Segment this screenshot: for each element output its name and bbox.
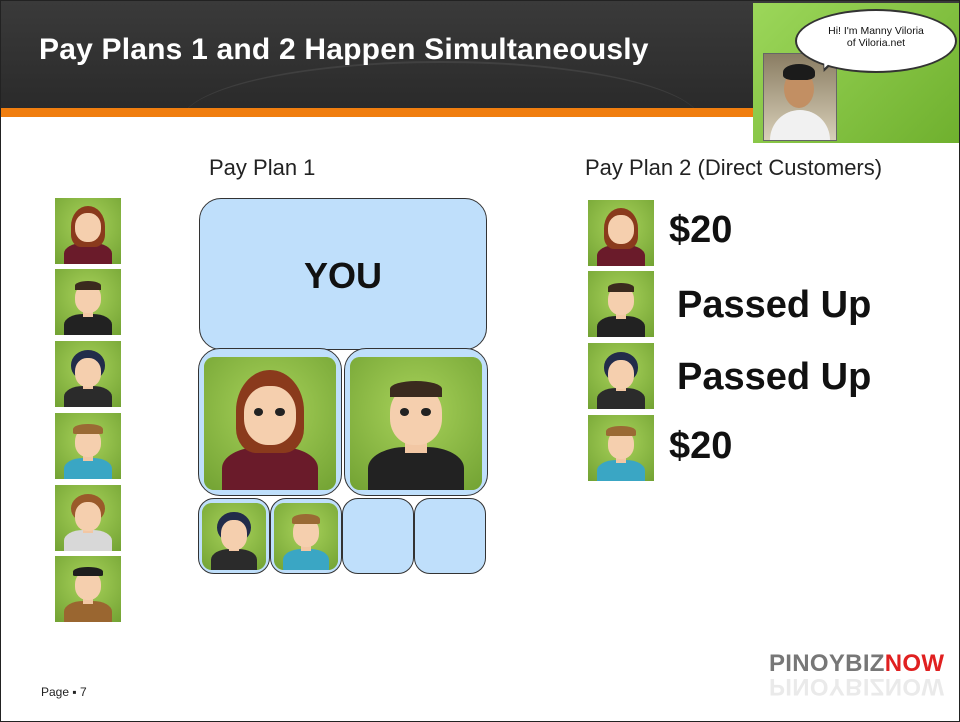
slide-title: Pay Plans 1 and 2 Happen Simultaneously bbox=[39, 33, 649, 66]
avatar-young-man-blue-shirt bbox=[55, 413, 121, 479]
level2-box-1 bbox=[198, 498, 270, 574]
avatar-woman-red-hair bbox=[55, 198, 121, 264]
avatar-young-man-blue-shirt bbox=[588, 415, 654, 481]
accent-bar bbox=[1, 108, 959, 117]
avatar-woman-red-hair bbox=[588, 200, 654, 266]
level2-box-3-empty bbox=[342, 498, 414, 574]
avatar-woman-dark-hair bbox=[55, 341, 121, 407]
avatar-woman-red-hair bbox=[204, 357, 336, 490]
plan2-earning-4: $20 bbox=[669, 425, 733, 467]
pay-plan-1-heading: Pay Plan 1 bbox=[209, 155, 316, 180]
plan2-earning-1: $20 bbox=[669, 209, 733, 251]
plan2-earning-3: Passed Up bbox=[677, 356, 872, 398]
header-decoration bbox=[181, 61, 701, 183]
speech-bubble-line-1: Hi! I'm Manny Viloria bbox=[828, 25, 924, 37]
plan2-earning-2: Passed Up bbox=[677, 284, 872, 326]
avatar-woman-dark-hair bbox=[202, 503, 266, 570]
presenter-panel: Hi! I'm Manny Viloria of Viloria.net bbox=[753, 3, 959, 143]
speech-bubble-line-2: of Viloria.net bbox=[846, 37, 906, 49]
pinoybiznow-logo: PINOYBIZNOW bbox=[769, 650, 945, 677]
speech-bubble: Hi! I'm Manny Viloria of Viloria.net bbox=[795, 9, 957, 73]
level1-right-box bbox=[344, 348, 488, 496]
you-label: YOU bbox=[303, 255, 382, 296]
logo-reflection: PINOYBIZNOW bbox=[769, 673, 945, 700]
page-number: Page ▪ 7 bbox=[41, 685, 87, 699]
avatar-older-man-tuxedo bbox=[588, 271, 654, 337]
level1-left-box bbox=[198, 348, 342, 496]
avatar-older-man-tuxedo bbox=[350, 357, 482, 490]
avatar-woman-dark-hair bbox=[588, 343, 654, 409]
avatar-older-man-tuxedo bbox=[55, 269, 121, 335]
level2-box-4-empty bbox=[414, 498, 486, 574]
level2-box-2 bbox=[270, 498, 342, 574]
avatar-woman-light-jacket bbox=[55, 485, 121, 551]
pay-plan-2-heading: Pay Plan 2 (Direct Customers) bbox=[585, 155, 883, 180]
you-box: YOU bbox=[199, 198, 487, 350]
presenter-photo bbox=[763, 53, 837, 141]
avatar-man-brown-suit bbox=[55, 556, 121, 622]
avatar-young-man-blue-shirt bbox=[274, 503, 338, 570]
